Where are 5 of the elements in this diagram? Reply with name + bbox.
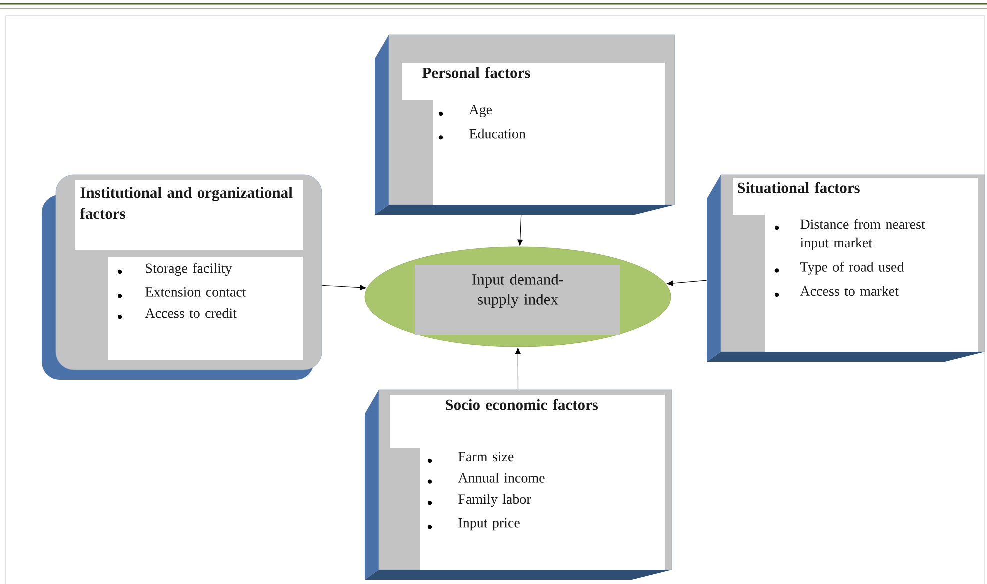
- arrow: [666, 280, 708, 286]
- ellipse-label: Input demand-supply index: [472, 274, 564, 308]
- arrow: [515, 348, 521, 390]
- arrow: [322, 285, 366, 291]
- arrow: [518, 214, 524, 246]
